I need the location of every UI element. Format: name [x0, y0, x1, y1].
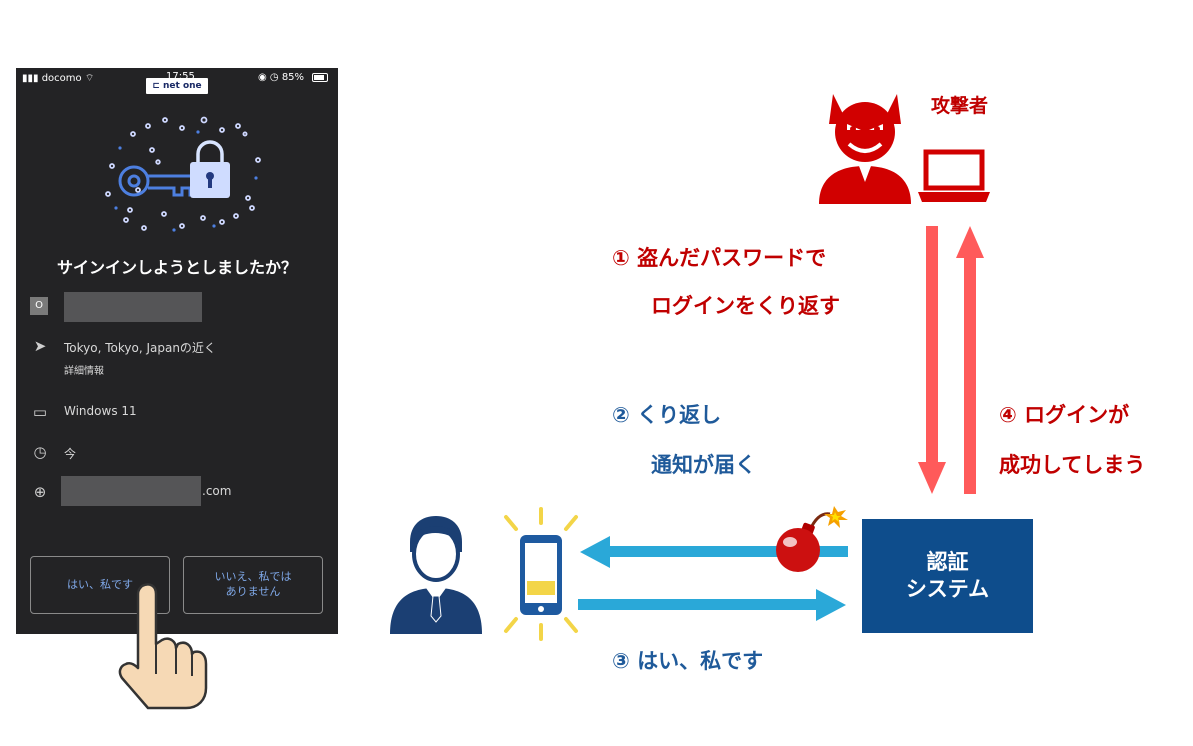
approve-arrow-head — [816, 589, 846, 621]
status-bar: ▮▮▮ docomo ⌔ 17:55 ◉ ◷ 85% — [16, 68, 338, 90]
battery-percent: ◉ ◷ 85% — [258, 72, 305, 83]
signal-icon: ▮▮▮ — [22, 73, 42, 84]
notify-arrow-shaft — [608, 546, 848, 557]
attack-arrow-shaft — [926, 226, 938, 466]
carrier-label: ▮▮▮ docomo ⌔ — [22, 73, 95, 84]
monitor-icon: ▭ — [32, 403, 48, 421]
clock-icon: ◷ — [33, 443, 47, 461]
approve-arrow-shaft — [578, 599, 818, 610]
pointing-hand-icon — [118, 583, 208, 710]
battery-icon — [312, 73, 328, 82]
brand-logo: ⊏ net one — [146, 78, 208, 94]
device-text: Windows 11 — [64, 404, 137, 418]
step1-label-line1: ① 盗んだパスワードで — [612, 246, 827, 270]
step1-label-line2: ログインをくり返す — [651, 294, 840, 318]
clock: 17:55 — [166, 71, 195, 82]
avatar: O — [30, 297, 48, 315]
redacted-account — [64, 292, 202, 322]
key-lock-icon — [105, 116, 261, 232]
attacker-laptop-icon — [918, 149, 990, 202]
step4-label-line2: 成功してしまう — [999, 453, 1146, 477]
alarm-icon: ◉ ◷ — [258, 72, 282, 83]
auth-system-label-line1: 認証 — [926, 549, 969, 574]
location-text: Tokyo, Tokyo, Japanの近く — [64, 341, 216, 355]
yes-button[interactable]: はい、私です — [30, 556, 170, 614]
red-arrows — [918, 226, 984, 494]
domain-suffix: .com — [202, 484, 232, 498]
wifi-icon: ⌔ — [81, 73, 95, 84]
phone-screenshot: ▮▮▮ docomo ⌔ 17:55 ◉ ◷ 85% ⊏ net one — [16, 68, 338, 634]
no-button[interactable]: いいえ、私では ありません — [183, 556, 323, 614]
notify-arrow-head — [580, 536, 610, 568]
location-arrow-icon: ➤ — [33, 337, 47, 355]
login-arrow-head — [956, 226, 984, 258]
redacted-domain — [61, 476, 201, 506]
details-link[interactable]: 詳細情報 — [64, 366, 104, 377]
step2-label-line1: ② くり返し — [612, 403, 722, 427]
auth-system-label-line2: システム — [905, 577, 990, 601]
auth-system-box: 認証 システム — [862, 519, 1033, 633]
brand-mark-icon: ⊏ — [152, 81, 164, 91]
attacker-devil-icon — [819, 94, 911, 204]
bomb-icon — [776, 506, 848, 572]
time-text: 今 — [64, 447, 77, 461]
step2-label-line2: 通知が届く — [651, 453, 756, 477]
attack-arrow-head — [918, 462, 946, 494]
step3-label: ③ はい、私です — [612, 649, 764, 673]
step4-label-line1: ④ ログインが — [999, 403, 1130, 427]
prompt-title: サインインしようとしましたか？ — [56, 258, 297, 277]
user-icon — [390, 516, 482, 634]
attacker-label: 攻撃者 — [931, 95, 989, 117]
login-arrow-shaft — [964, 256, 976, 494]
globe-icon: ⊕ — [33, 483, 47, 501]
cyan-arrows — [578, 536, 848, 621]
smartphone-icon — [504, 507, 578, 641]
